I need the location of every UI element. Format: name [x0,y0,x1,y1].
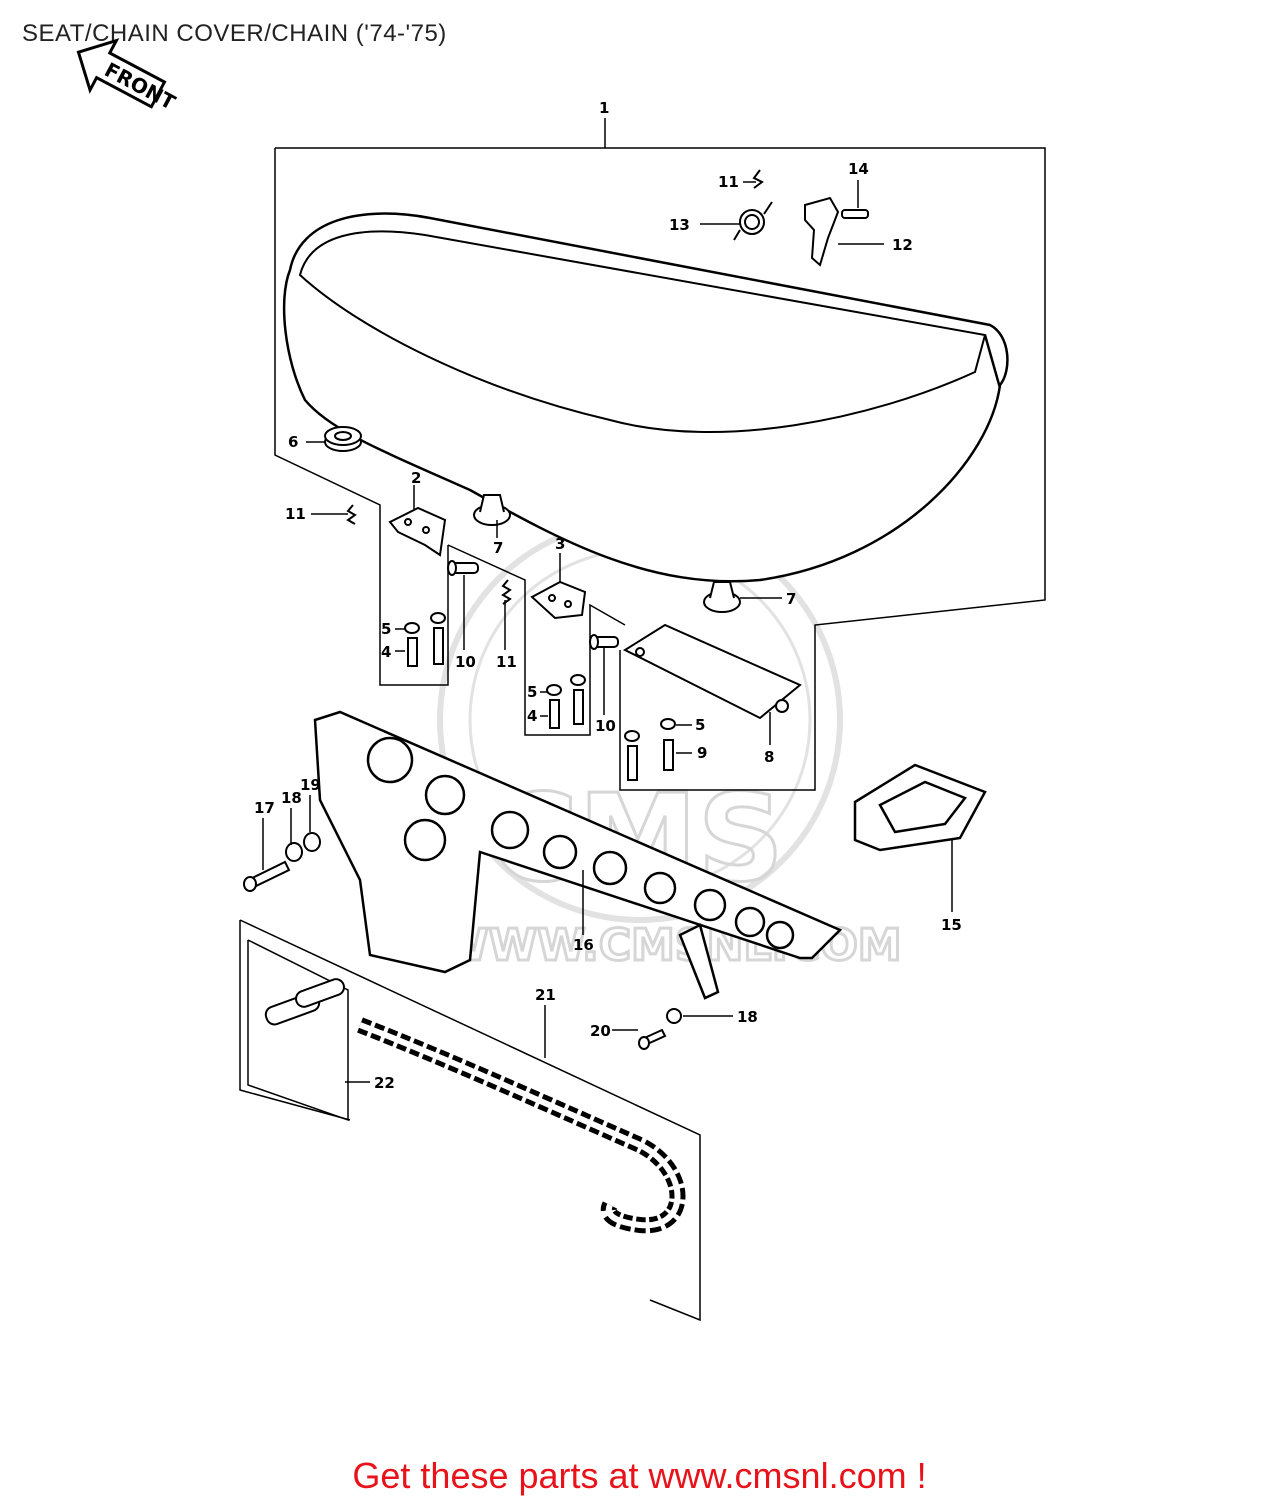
damper-icon [324,426,362,452]
callout-hook: 12 [892,236,913,254]
callout-washer-mid: 5 [527,683,537,701]
grommet-upper-icon [473,494,511,526]
callout-washer-cover-b: 19 [300,776,321,794]
seat-icon [282,212,1009,583]
callout-clip-top: 11 [718,173,739,191]
bracket-front-icon [388,506,447,557]
callout-bracket-rear: 3 [555,535,565,553]
callout-bolt-lower: 20 [590,1022,611,1040]
callout-seat: 1 [599,99,609,117]
callout-bolt-left: 4 [381,643,391,661]
rubber-frame-icon [853,763,987,852]
pin-hook-icon [841,209,869,219]
page-title: SEAT/CHAIN COVER/CHAIN ('74-'75) [22,20,447,47]
plate-icon [622,623,802,720]
callout-pin-hook: 14 [848,160,869,178]
callout-plate: 8 [764,748,774,766]
callout-washer-cover-a: 18 [281,789,302,807]
drive-chain-icon [357,1017,686,1234]
front-arrow-icon: FRONT [76,38,180,115]
callout-washer-plate: 5 [695,716,705,734]
callout-grommet-frame: 15 [941,916,962,934]
pin-left-icon [447,560,479,576]
callout-damper: 6 [288,433,298,451]
chain-group-frame [239,919,701,1322]
callout-bolt-plate: 9 [697,744,707,762]
callout-washer-left: 5 [381,620,391,638]
callout-spring: 13 [669,216,690,234]
callout-grommet-upper: 7 [493,539,503,557]
callout-bolt-cover: 17 [254,799,275,817]
small-fastener-icons [404,612,676,781]
callout-master-link: 22 [374,1074,395,1092]
clip-icons [346,169,764,605]
leader-lines [262,180,953,1083]
callout-bolt-mid: 4 [527,707,537,725]
callout-pin-mid: 10 [595,717,616,735]
hook-icon [804,196,840,267]
footer-parts-link[interactable]: Get these parts at www.cmsnl.com ! [352,1455,927,1496]
callout-pin-left: 10 [455,653,476,671]
bracket-rear-icon [530,580,587,620]
callout-chain: 21 [535,986,556,1004]
callout-clip-left: 11 [285,505,306,523]
grommet-right-icon [703,581,741,613]
callout-grommet-right: 7 [786,590,796,608]
seat-assembly-frame [274,118,1046,791]
spring-icon [733,201,773,241]
callout-clip-mid: 11 [496,653,517,671]
callout-bracket-front: 2 [411,469,421,487]
cover-fastener-icons [243,832,682,1050]
callout-chain-cover: 16 [573,936,594,954]
master-link-icon [264,978,345,1026]
callout-washer-lower: 18 [737,1008,758,1026]
pin-mid-icon [589,634,619,650]
chain-cover-icon [313,710,843,1000]
